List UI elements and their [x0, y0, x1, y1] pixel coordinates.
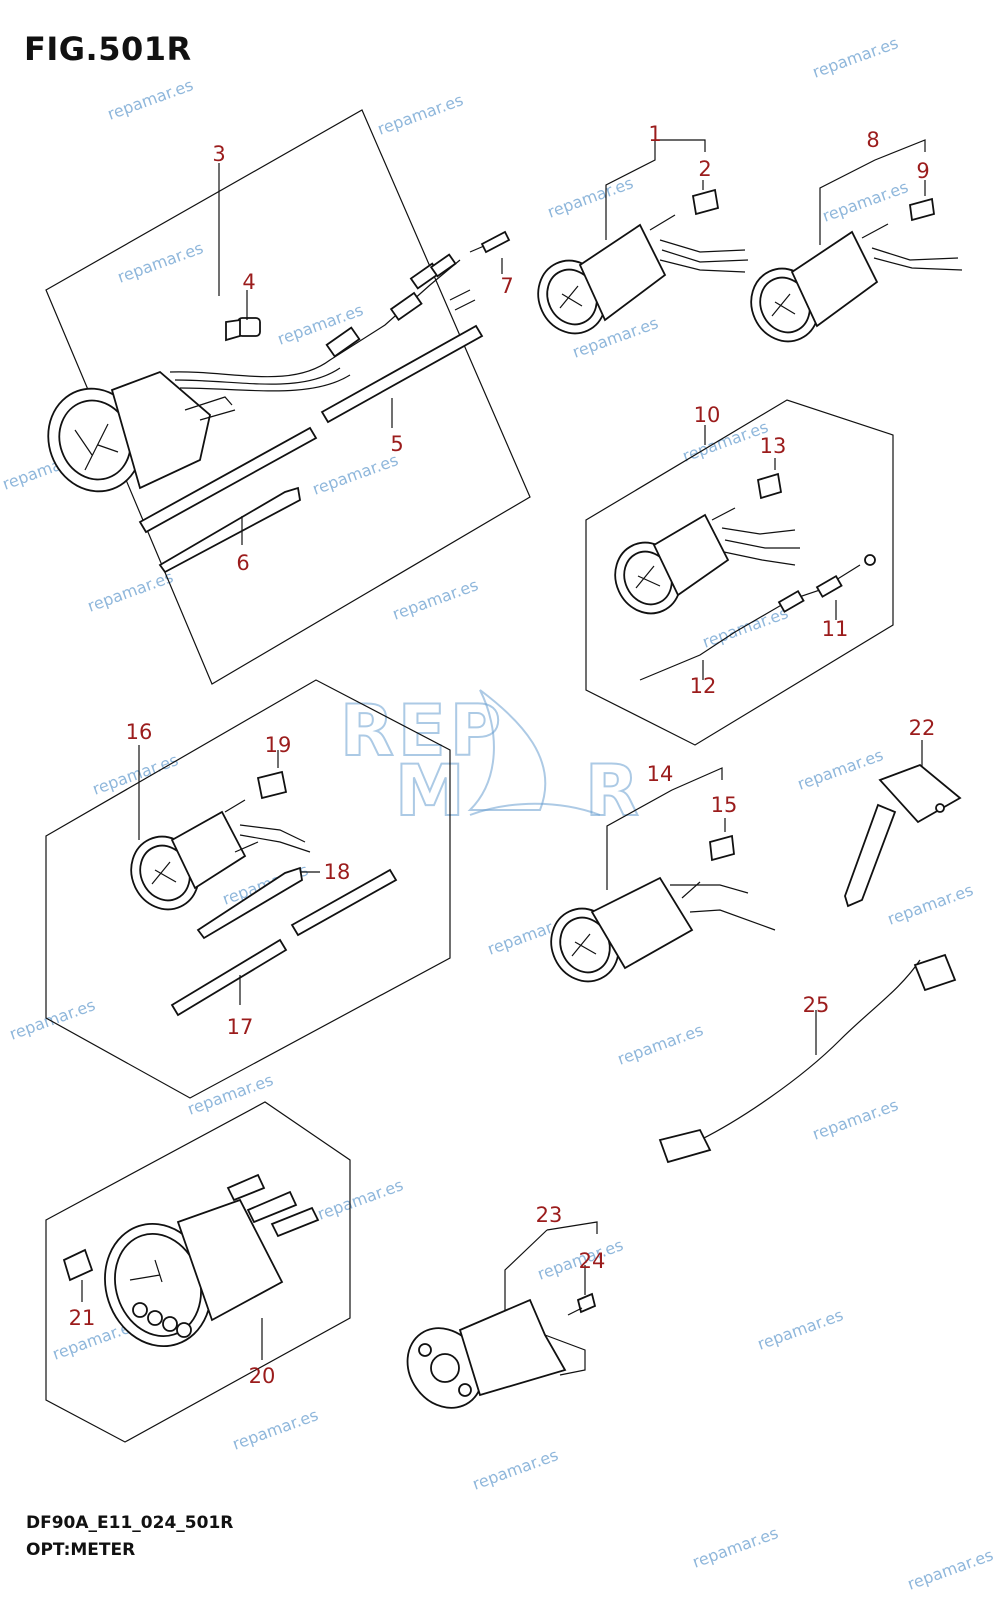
svg-text:REP: REP	[340, 690, 505, 772]
kit-14-meter	[550, 767, 776, 983]
kit-16-meter	[45, 679, 451, 1099]
watermark-text: repamar.es	[820, 177, 911, 226]
kit-10-boundary	[585, 399, 894, 746]
kit-3-tachometer	[45, 109, 531, 685]
kit-3-boundary	[45, 109, 531, 685]
bulb-19	[256, 770, 288, 800]
watermark-text: repamar.es	[185, 1070, 276, 1119]
watermark-text: repamar.es	[105, 75, 196, 124]
callout-13: 13	[760, 434, 787, 458]
bulb-13	[756, 472, 783, 500]
callout-14: 14	[647, 762, 674, 786]
protective-tube-5a	[138, 426, 318, 534]
kit-8-meter	[750, 139, 963, 343]
watermark-text: repamar.es	[615, 1020, 706, 1069]
watermark-text: repamar.es	[755, 1305, 846, 1354]
watermark-text: repamar.es	[690, 1523, 781, 1572]
callout-11: 11	[822, 617, 849, 641]
callout-4: 4	[242, 270, 255, 294]
callout-15: 15	[711, 793, 738, 817]
figure-title: FIG.501R	[24, 30, 192, 68]
callout-5: 5	[390, 432, 403, 456]
callout-8: 8	[866, 128, 879, 152]
tachometer-gauge	[47, 370, 236, 493]
callout-3: 3	[212, 142, 225, 166]
meter-bracket-23	[406, 1221, 598, 1409]
watermark-text: repamar.es	[375, 90, 466, 139]
watermark-text: repamar.es	[905, 1545, 996, 1594]
watermark-text: repamar.es	[315, 1175, 406, 1224]
callout-10: 10	[694, 403, 721, 427]
watermark-text: repamar.es	[7, 995, 98, 1044]
svg-text:M: M	[395, 750, 469, 832]
fuse-holder-11	[815, 574, 843, 598]
watermark-text: repamar.es	[810, 1095, 901, 1144]
watermark-text: repamar.es	[700, 603, 791, 652]
repamar-logo: REP M R	[339, 689, 643, 833]
watermark-text: repamar.es	[470, 1445, 561, 1494]
kit-20-meter	[45, 1101, 351, 1443]
callout-18: 18	[324, 860, 351, 884]
bulb-15	[709, 834, 735, 862]
kit-10-meter	[585, 399, 894, 746]
kit-16-boundary	[45, 679, 451, 1099]
watermark-text: repamar.es	[795, 745, 886, 794]
callout-labels: 1 2 3 4 5 6 7 8 9 10 11 12 13 14 15 16 1…	[69, 122, 936, 1388]
kit-1-meter	[537, 139, 749, 335]
callout-16: 16	[126, 720, 153, 744]
figure-code: DF90A_E11_024_501R	[26, 1513, 234, 1533]
bulb-2	[691, 188, 720, 216]
callout-6: 6	[236, 551, 249, 575]
callout-9: 9	[916, 159, 929, 183]
watermark-text: repamar.es	[885, 880, 976, 929]
callout-22: 22	[909, 716, 936, 740]
callout-17: 17	[227, 1015, 254, 1039]
callout-24: 24	[579, 1249, 606, 1273]
watermark-text: repamar.es	[310, 450, 401, 499]
callout-7: 7	[500, 274, 513, 298]
protective-tube-17b	[290, 868, 398, 937]
svg-text:R: R	[585, 750, 643, 832]
bulb-socket-4	[225, 317, 261, 342]
callout-19: 19	[265, 733, 292, 757]
extension-harness-25	[658, 953, 957, 1164]
callout-12: 12	[690, 674, 717, 698]
watermark-text: repamar.es	[115, 238, 206, 287]
protective-tube-5b	[320, 324, 484, 424]
watermark-text: repamar.es	[545, 173, 636, 222]
cable-tie-18	[196, 866, 303, 940]
bulb-21	[62, 1248, 94, 1282]
figure-section: OPT:METER	[26, 1540, 136, 1560]
callout-1: 1	[648, 122, 661, 146]
bulb-9	[909, 197, 935, 222]
callout-25: 25	[803, 993, 830, 1017]
watermark-text: repamar.es	[85, 567, 176, 616]
kit-20-boundary	[45, 1101, 351, 1443]
watermark-text: repamar.es	[810, 33, 901, 82]
watermark-text: repamar.es	[230, 1405, 321, 1454]
callout-23: 23	[536, 1203, 563, 1227]
cable-tie-6	[158, 486, 301, 574]
watermark-text: repamar.es	[390, 575, 481, 624]
screw-24	[576, 1292, 597, 1314]
trim-sender-22	[844, 740, 962, 908]
protective-tube-17a	[170, 938, 288, 1017]
callout-21: 21	[69, 1306, 96, 1330]
watermark-text: repamar.es	[90, 750, 181, 799]
connector-pin-7	[469, 230, 511, 254]
callout-20: 20	[249, 1364, 276, 1388]
callout-2: 2	[698, 157, 711, 181]
